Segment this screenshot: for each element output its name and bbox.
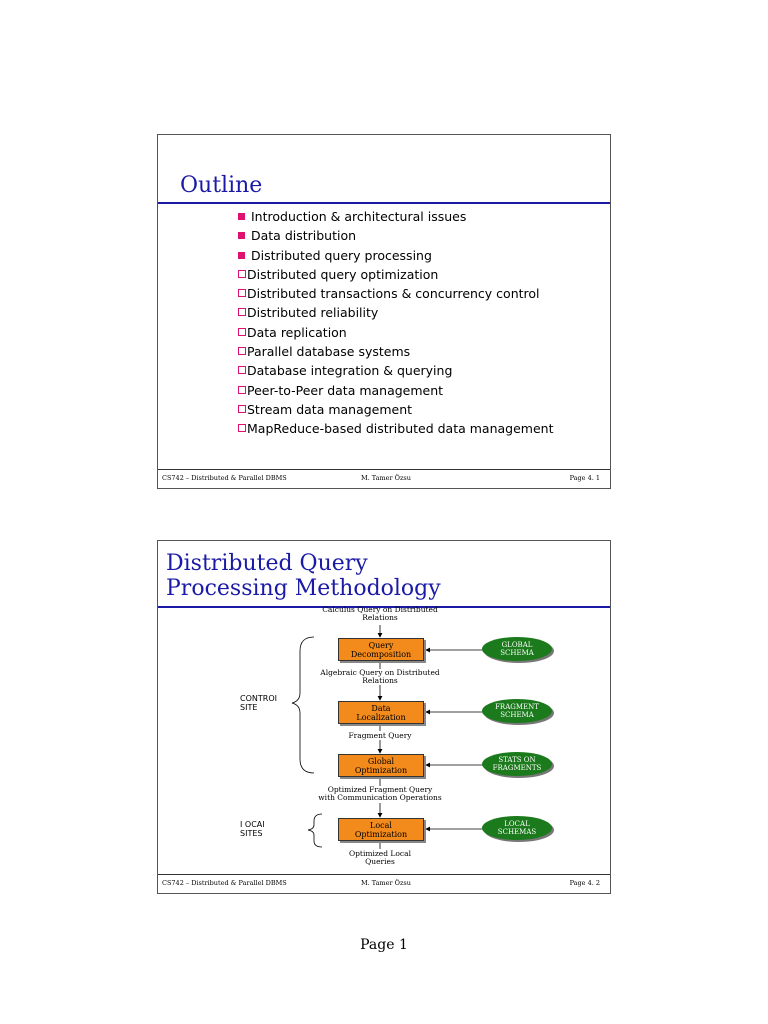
hollow-square-bullet-icon (238, 308, 246, 317)
box-global-optimization: Global Optimization (338, 754, 424, 777)
footer-author: M. Tamer Özsu (361, 879, 411, 887)
slide-title: Distributed Query Processing Methodology (166, 551, 441, 601)
outline-item-text: Database integration & querying (247, 363, 453, 379)
oval-global-schema: GLOBAL SCHEMA (482, 637, 552, 661)
label-fragment-query: Fragment Query (348, 731, 412, 740)
oval-fragment-schema: FRAGMENT SCHEMA (482, 699, 552, 723)
footer-course: CS742 – Distributed & Parallel DBMS (162, 879, 287, 887)
outline-item-text: Data distribution (251, 228, 357, 244)
hollow-square-bullet-icon (238, 269, 246, 278)
slide-title: Outline (180, 173, 263, 198)
footer-rule (158, 874, 610, 875)
label-algebraic-query: Algebraic Query on Distributed Relations (320, 668, 440, 685)
label-calculus-query: Calculus Query on Distributed Relations (322, 605, 438, 622)
outline-item-text: Introduction & architectural issues (251, 209, 467, 224)
outline-item: Distributed query processing (238, 246, 553, 265)
slide-outline: Outline Introduction & architectural iss… (157, 134, 611, 489)
outline-item: MapReduce-based distributed data managem… (238, 419, 553, 438)
slide-title-line2: Processing Methodology (166, 576, 441, 601)
box-data-localization: Data Localization (338, 701, 424, 724)
label-local-sites: I OCAI SITES (240, 820, 265, 838)
outline-item: Parallel database systems (238, 342, 553, 361)
outline-item: Distributed reliability (238, 303, 553, 322)
hollow-square-bullet-icon (238, 385, 246, 394)
outline-item-text: Distributed query optimization (247, 266, 439, 282)
outline-item: Database integration & querying (238, 361, 553, 380)
filled-square-bullet-icon (238, 251, 245, 259)
hollow-square-bullet-icon (238, 347, 246, 356)
outline-item-text: Distributed transactions & concurrency c… (247, 286, 540, 302)
title-rule (158, 202, 610, 204)
brace-control-site (291, 636, 315, 774)
footer-course: CS742 – Distributed & Parallel DBMS (162, 474, 287, 482)
outline-item: Introduction & architectural issues (238, 207, 553, 226)
outline-item: Distributed query optimization (238, 265, 553, 284)
label-control-site: CONTROI SITE (240, 694, 277, 712)
title-rule (158, 606, 610, 608)
outline-item-text: Peer-to-Peer data management (247, 382, 444, 398)
footer-author: M. Tamer Özsu (361, 474, 411, 482)
page-number: Page 1 (360, 937, 408, 953)
outline-item-text: Stream data management (247, 401, 413, 417)
brace-local-sites (307, 813, 323, 848)
hollow-square-bullet-icon (238, 404, 246, 413)
outline-item: Distributed transactions & concurrency c… (238, 284, 553, 303)
slide-title-line1: Distributed Query (166, 551, 368, 576)
outline-item-text: Parallel database systems (247, 344, 411, 360)
oval-stats-on-fragments: STATS ON FRAGMENTS (482, 752, 552, 776)
oval-local-schemas: LOCAL SCHEMAS (482, 816, 552, 840)
footer-rule (158, 469, 610, 470)
outline-item: Stream data management (238, 400, 553, 419)
slide-methodology: Distributed Query Processing Methodology… (157, 540, 611, 894)
hollow-square-bullet-icon (238, 327, 246, 336)
footer-page: Page 4. 2 (569, 879, 600, 887)
label-optimized-fragment-query: Optimized Fragment Query with Communicat… (318, 785, 442, 802)
outline-item-text: Distributed reliability (247, 305, 379, 321)
footer-page: Page 4. 1 (569, 474, 600, 482)
filled-square-bullet-icon (238, 213, 245, 220)
box-local-optimization: Local Optimization (338, 818, 424, 841)
outline-item-text: Distributed query processing (251, 247, 432, 263)
hollow-square-bullet-icon (238, 424, 246, 433)
outline-item: Peer-to-Peer data management (238, 381, 553, 400)
outline-item-text: MapReduce-based distributed data managem… (247, 421, 554, 437)
label-optimized-local-queries: Optimized Local Queries (348, 849, 411, 866)
hollow-square-bullet-icon (238, 289, 246, 298)
outline-item: Data distribution (238, 226, 553, 245)
filled-square-bullet-icon (238, 232, 245, 240)
box-query-decomposition: Query Decomposition (338, 638, 424, 661)
outline-item: Data replication (238, 323, 553, 342)
hollow-square-bullet-icon (238, 366, 246, 375)
outline-item-text: Data replication (247, 324, 347, 340)
diagram-arrows (291, 625, 483, 849)
